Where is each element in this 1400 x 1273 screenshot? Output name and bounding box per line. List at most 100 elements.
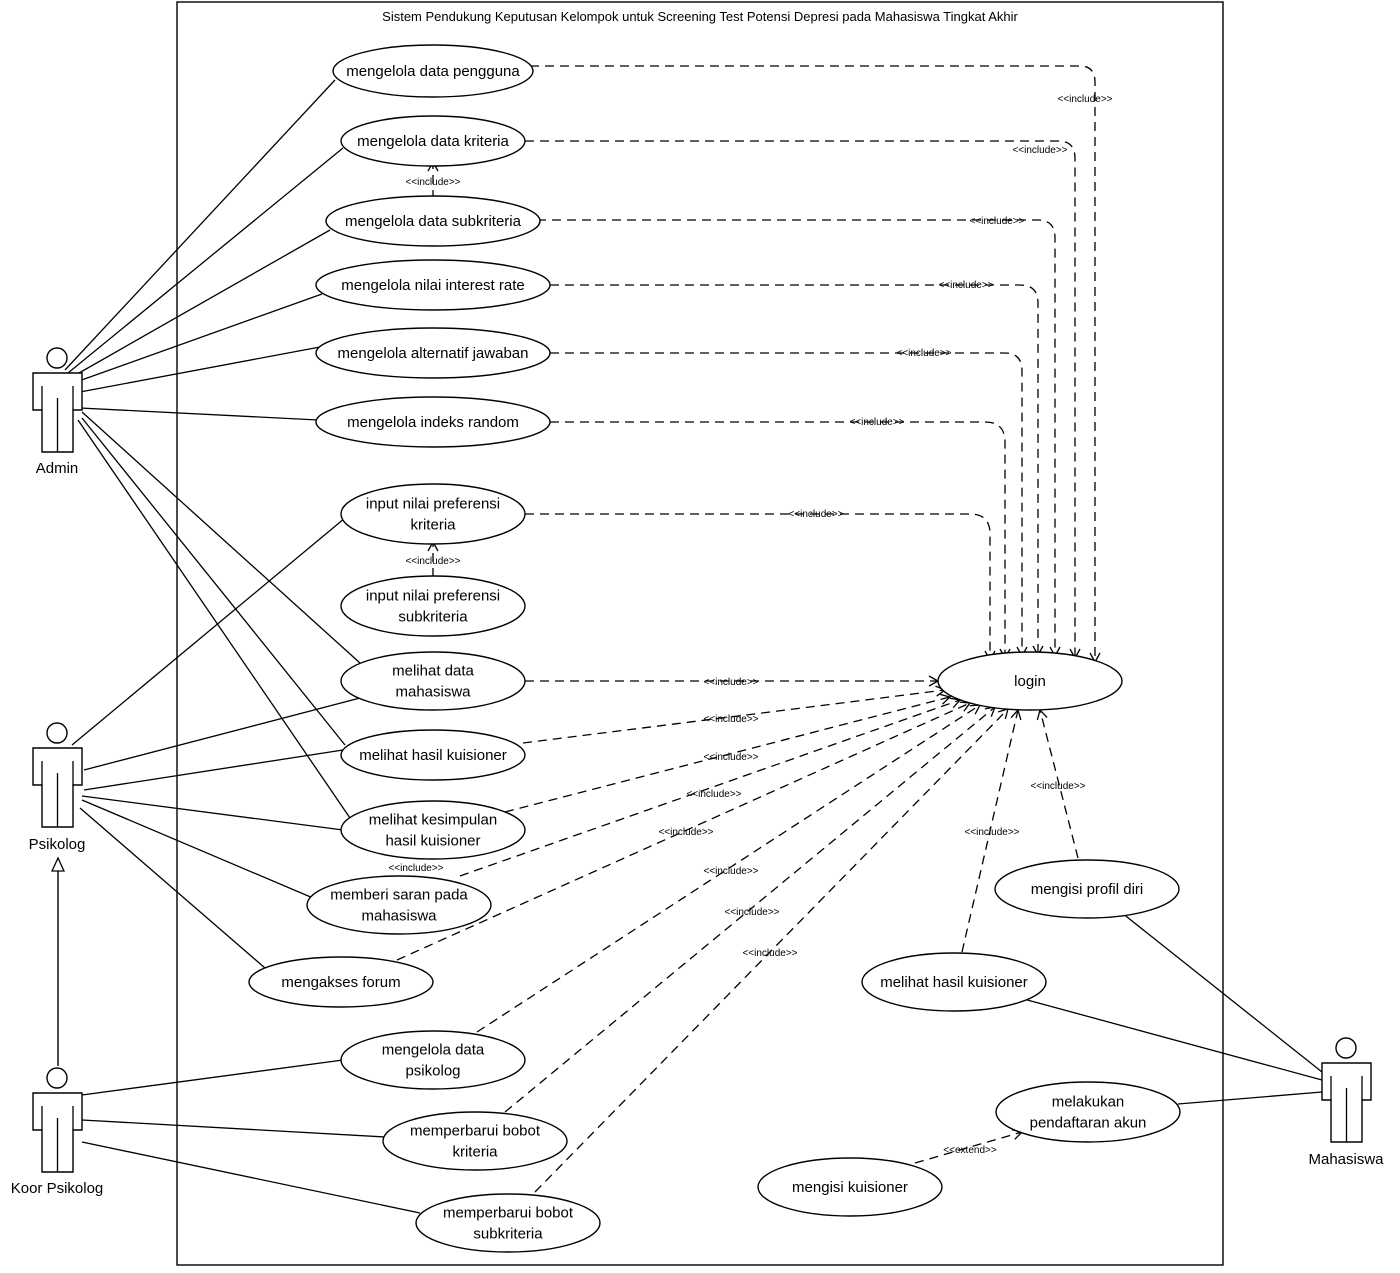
actor-koor-psikolog[interactable]: Koor Psikolog [11,1067,104,1197]
usecase-login[interactable]: login [937,651,1123,711]
usecase-mengelola-data-psikolog[interactable]: mengelola data psikolog [340,1030,526,1090]
include-label: <<include>> [969,216,1024,227]
actor-mahasiswa[interactable]: Mahasiswa [1308,1037,1384,1168]
usecase-label-line: melihat hasil kuisioner [359,747,507,764]
usecase-label-line: login [1014,673,1046,690]
svg-text:mengisi kuisioner: mengisi kuisioner [792,1179,908,1196]
actor-head [46,722,68,744]
system-boundary [176,1,1224,1266]
include-label: <<include>> [405,556,460,567]
usecase-label-line: mahasiswa [395,684,471,701]
usecase-label-line: mengelola nilai interest rate [341,277,524,294]
svg-text:login: login [1014,673,1046,690]
extend-label: <<extend>> [943,1145,997,1156]
include-dependencies [396,65,1101,1193]
include-label: <<include>> [703,714,758,725]
usecase-memperbarui-bobot-kriteria[interactable]: memperbarui bobot kriteria [382,1111,568,1171]
usecase-label-line: mengelola indeks random [347,414,519,431]
usecase-label-line: melihat kesimpulan [369,812,497,829]
usecase-melihat-kesimpulan-hasil-kuisioner[interactable]: melihat kesimpulan hasil kuisioner [340,800,526,860]
svg-text:mengakses forum: mengakses forum [281,974,400,991]
include-label: <<include>> [742,948,797,959]
usecase-label-line: memberi saran pada [330,887,468,904]
actor-head [1335,1037,1357,1059]
system-title: Sistem Pendukung Keputusan Kelompok untu… [382,9,1018,24]
usecase-mengelola-data-kriteria[interactable]: mengelola data kriteria [340,115,526,167]
include-label: <<include>> [964,827,1019,838]
actor-psikolog[interactable]: Psikolog [29,722,86,853]
svg-text:mengisi profil diri: mengisi profil diri [1031,881,1144,898]
include-label: <<include>> [938,280,993,291]
actor-head [46,1067,68,1089]
usecase-label-line: mengelola alternatif jawaban [338,345,529,362]
svg-text:mengelola alternatif jawaban: mengelola alternatif jawaban [338,345,529,362]
usecase-mengisi-profil-diri[interactable]: mengisi profil diri [994,859,1180,919]
include-label: <<include>> [658,827,713,838]
actor-admin[interactable]: Admin [32,347,83,477]
include-label: <<include>> [703,677,758,688]
usecase-label-line: mengelola data subkriteria [345,213,522,230]
usecase-mengelola-nilai-interest-rate[interactable]: mengelola nilai interest rate [315,259,551,311]
usecase-mengelola-data-pengguna[interactable]: mengelola data pengguna [332,44,534,98]
usecase-memperbarui-bobot-subkriteria[interactable]: memperbarui bobot subkriteria [415,1193,601,1253]
usecase-mengakses-forum[interactable]: mengakses forum [248,956,434,1008]
usecase-label-line: mengakses forum [281,974,400,991]
svg-text:melihat hasil kuisioner: melihat hasil kuisioner [359,747,507,764]
usecase-mengisi-kuisioner[interactable]: mengisi kuisioner [757,1157,943,1217]
actor-label: Psikolog [29,836,86,853]
include-label: <<include>> [405,177,460,188]
svg-text:melihat hasil kuisioner: melihat hasil kuisioner [880,974,1028,991]
usecase-label-line: hasil kuisioner [385,833,480,850]
usecase-label-line: memperbarui bobot [443,1205,574,1222]
include-label: <<include>> [703,866,758,877]
svg-text:mengelola data kriteria: mengelola data kriteria [357,133,509,150]
include-label: <<include>> [686,789,741,800]
usecase-label-line: memperbarui bobot [410,1123,541,1140]
include-label: <<include>> [849,417,904,428]
usecase-label-line: melakukan [1052,1094,1125,1111]
svg-text:mengelola data pengguna: mengelola data pengguna [346,63,520,80]
actor-associations [64,79,1323,1214]
usecase-label-line: mengelola data [382,1042,485,1059]
usecase-label-line: subkriteria [473,1226,543,1243]
usecase-label-line: psikolog [405,1063,460,1080]
usecase-label-line: subkriteria [398,609,468,626]
usecase-melihat-hasil-kuisioner[interactable]: melihat hasil kuisioner [340,729,526,781]
include-label: <<include>> [1012,145,1067,156]
include-label: <<include>> [1057,94,1112,105]
include-label: <<include>> [788,509,843,520]
usecase-label-line: kriteria [452,1144,498,1161]
include-label: <<include>> [1030,781,1085,792]
include-label: <<include>> [388,863,443,874]
usecase-input-nilai-preferensi-subkriteria[interactable]: input nilai preferensi subkriteria [340,575,526,637]
usecase-label-line: kriteria [410,517,456,534]
include-label: <<include>> [703,752,758,763]
usecase-mengelola-alternatif-jawaban[interactable]: mengelola alternatif jawaban [315,327,551,379]
svg-text:mengelola indeks random: mengelola indeks random [347,414,519,431]
actor-label: Koor Psikolog [11,1180,104,1197]
include-label: <<include>> [724,907,779,918]
actor-head [46,347,68,369]
usecase-label-line: mengelola data kriteria [357,133,509,150]
usecase-mengelola-data-subkriteria[interactable]: mengelola data subkriteria [325,195,541,247]
usecase-mengelola-indeks-random[interactable]: mengelola indeks random [315,396,551,448]
usecase-label-line: mengisi profil diri [1031,881,1144,898]
usecase-label-line: mengelola data pengguna [346,63,520,80]
usecase-label-line: input nilai preferensi [366,588,500,605]
usecase-mahasiswa-melihat-hasil-kuisioner[interactable]: melihat hasil kuisioner [861,952,1047,1012]
usecase-label-line: mengisi kuisioner [792,1179,908,1196]
